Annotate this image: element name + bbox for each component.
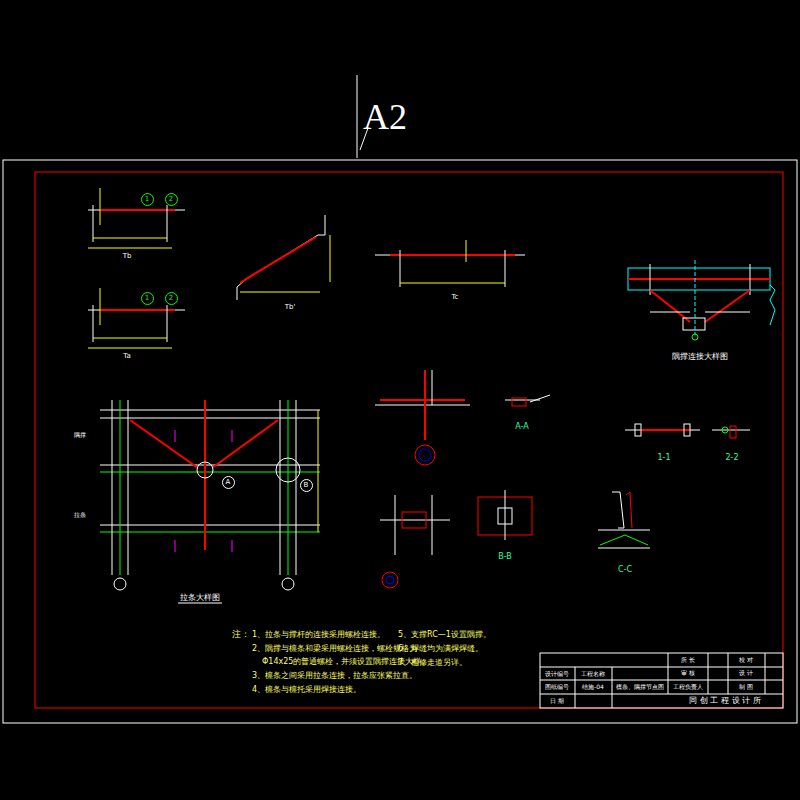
table-cell: 制 图 <box>739 684 753 691</box>
section-name: A-A <box>515 423 528 432</box>
callout-number: 2 <box>169 295 173 302</box>
table-cell: 日 期 <box>550 698 564 705</box>
callout-circle: A <box>222 476 235 489</box>
table-cell: 图纸编号 <box>545 684 569 691</box>
callout-circle: 2 <box>165 193 178 206</box>
note-line: 5、支撑RC—1设置隅撑。 <box>398 631 491 640</box>
table-cell: 所 长 <box>681 657 695 664</box>
inclined-rod-detail <box>237 215 330 300</box>
note-line: 2、隅撑与檩条和梁采用螺栓连接，螺栓规格为 <box>252 645 417 654</box>
callout-circle: B <box>300 479 313 492</box>
table-cell: 设计编号 <box>545 671 569 678</box>
callout-number: 1 <box>145 295 149 302</box>
section-detail <box>625 424 750 438</box>
note-line: 7、检修走道另详。 <box>398 659 467 668</box>
sheet-size: A2 <box>363 98 407 138</box>
section-detail <box>380 490 532 588</box>
note-heading: 注： <box>232 630 250 640</box>
table-cell: 檩条、隅撑节点图 <box>616 684 664 691</box>
section-name: B-B <box>498 553 512 562</box>
callout-number: 2 <box>169 196 173 203</box>
table-cell: 结施-04 <box>582 684 604 691</box>
detail-name: Tc <box>452 294 459 302</box>
detail-name: Ta <box>123 353 130 361</box>
part-name: 拉条 <box>74 512 86 519</box>
table-cell: 设 计 <box>739 670 753 677</box>
brace-connection-detail <box>628 260 775 340</box>
callout-number: A <box>226 479 231 486</box>
note-line: 1、拉条与撑杆的连接采用螺栓连接。 <box>252 631 385 640</box>
straight-rod-detail <box>375 240 525 287</box>
detail-title: 拉条大样图 <box>180 594 220 603</box>
note-line: 3、檩条之间采用拉条连接，拉条应张紧拉直。 <box>252 672 417 681</box>
section-name: C-C <box>618 566 632 575</box>
tie-rod-layout <box>100 400 320 603</box>
sheet-mark <box>357 75 358 158</box>
detail-name: Tb <box>123 253 132 261</box>
table-cell: 审 核 <box>681 670 695 677</box>
callout-circle: 1 <box>141 193 154 206</box>
detail-name: Tb' <box>285 304 296 312</box>
sheet-border <box>3 160 797 723</box>
callout-circle: 2 <box>165 292 178 305</box>
note-line: 6、焊缝均为满焊焊缝。 <box>398 645 483 654</box>
office-name: 同 创 工 程 设 计 所 <box>689 697 760 706</box>
tie-rod-detail <box>88 188 185 248</box>
part-name: 隅撑 <box>74 432 86 439</box>
section-name: 2-2 <box>725 454 738 463</box>
tie-rod-detail <box>88 288 185 348</box>
note-line: 4、檩条与檩托采用焊接连接。 <box>252 686 361 695</box>
table-cell: 工程负责人 <box>673 684 703 691</box>
title-block <box>540 653 783 708</box>
callout-number: 1 <box>145 196 149 203</box>
section-name: 1-1 <box>657 454 670 463</box>
callout-number: B <box>304 482 309 489</box>
section-detail <box>598 492 650 548</box>
table-cell: 工程名称 <box>581 671 605 678</box>
table-cell: 校 对 <box>739 657 753 664</box>
drawing-frame <box>35 172 783 708</box>
callout-circle: 1 <box>141 292 154 305</box>
section-detail <box>375 370 550 465</box>
detail-title: 隅撑连接大样图 <box>672 353 728 362</box>
